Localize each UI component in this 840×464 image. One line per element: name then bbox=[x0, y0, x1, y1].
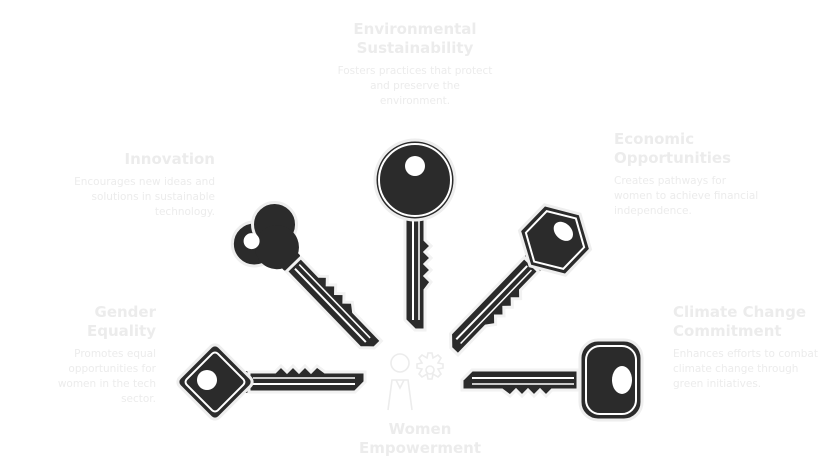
item-economic-opportunities: Economic Opportunities Creates pathways … bbox=[614, 130, 764, 219]
item-desc: Fosters practices that protect and prese… bbox=[337, 65, 493, 107]
key-lower-right-icon bbox=[460, 338, 644, 422]
gear-icon bbox=[416, 352, 444, 380]
key-upper-right-icon bbox=[440, 203, 593, 361]
key-lower-left-icon bbox=[176, 343, 367, 421]
item-title: Gender Equality bbox=[86, 303, 156, 340]
item-desc: Creates pathways for women to achieve fi… bbox=[614, 175, 759, 217]
key-top-icon bbox=[373, 138, 457, 332]
item-desc: Encourages new ideas and solutions in su… bbox=[74, 176, 215, 218]
item-title: Climate Change Commitment bbox=[673, 303, 807, 340]
item-climate-change: Climate Change Commitment Enhances effor… bbox=[673, 303, 818, 392]
item-title: Economic Opportunities bbox=[614, 130, 732, 167]
item-environmental-sustainability: Environmental Sustainability Fosters pra… bbox=[335, 20, 495, 109]
item-title: Innovation bbox=[124, 150, 215, 168]
item-gender-equality: Gender Equality Promotes equal opportuni… bbox=[40, 303, 156, 407]
key-upper-left-icon bbox=[230, 201, 388, 358]
item-desc: Enhances efforts to combat climate chang… bbox=[673, 348, 818, 390]
woman-icon bbox=[387, 353, 413, 411]
item-innovation: Innovation Encourages new ideas and solu… bbox=[70, 150, 215, 220]
item-title: Environmental Sustainability bbox=[353, 20, 477, 57]
keys-illustration bbox=[176, 138, 644, 422]
item-desc: Promotes equal opportunities for women i… bbox=[57, 348, 156, 405]
